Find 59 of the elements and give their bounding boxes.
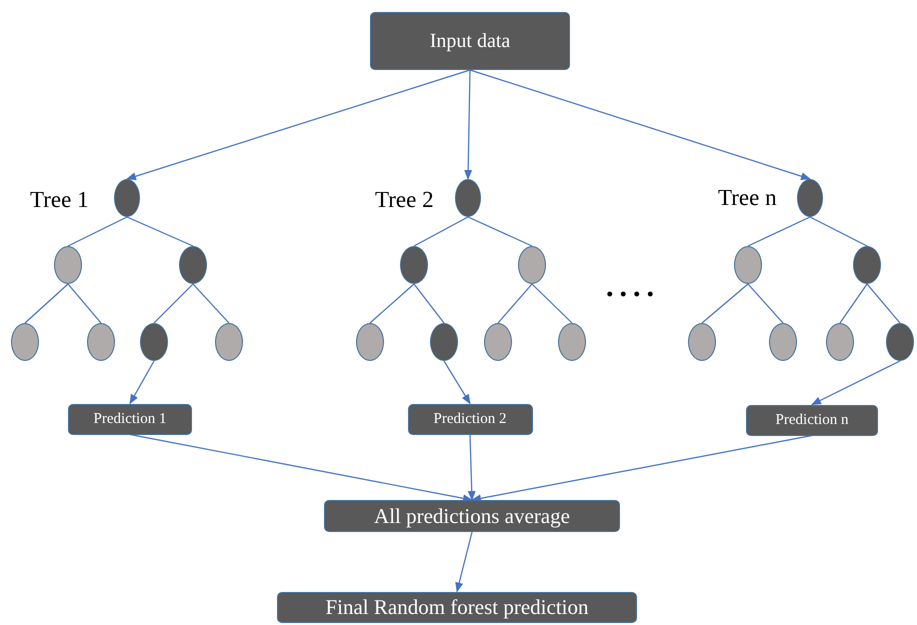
branch-line	[810, 216, 868, 247]
branch-line	[840, 284, 868, 324]
process-box: Input data	[370, 12, 570, 70]
branch-line	[126, 216, 194, 247]
arrow	[129, 360, 155, 404]
tree-node	[430, 323, 458, 361]
branch-line	[68, 216, 128, 247]
tree-node	[826, 323, 854, 361]
branch-line	[24, 284, 68, 324]
tree-node	[179, 246, 207, 284]
tree-node	[11, 323, 39, 361]
process-box: Prediction 2	[408, 404, 532, 434]
arrow	[130, 434, 473, 502]
arrow	[471, 434, 812, 502]
arrow	[468, 434, 476, 501]
process-box: Prediction 1	[68, 404, 192, 434]
tree-node	[455, 179, 481, 217]
arrow	[464, 70, 472, 180]
ellipsis-label: ....	[606, 270, 660, 304]
tree-node	[734, 246, 762, 284]
arrow	[811, 360, 900, 406]
branch-line	[498, 284, 532, 324]
process-box: Prediction n	[746, 404, 878, 436]
branch-line	[748, 284, 784, 324]
tree-node	[797, 179, 823, 217]
tree-node	[484, 323, 512, 361]
branch-line	[532, 284, 572, 324]
branch-line	[748, 216, 810, 247]
tree-label: Tree n	[718, 185, 777, 211]
process-box: All predictions average	[324, 500, 620, 532]
branch-line	[702, 284, 748, 324]
branch-line	[68, 284, 102, 324]
tree-node	[54, 246, 82, 284]
tree-node	[215, 323, 243, 361]
tree-node	[518, 246, 546, 284]
tree-node	[688, 323, 716, 361]
branch-line	[192, 284, 230, 324]
branch-line	[866, 284, 900, 324]
tree-node	[400, 246, 428, 284]
branch-line	[414, 216, 468, 247]
arrow	[455, 532, 473, 592]
branch-line	[154, 284, 194, 324]
tree-node	[140, 323, 168, 361]
branch-line	[370, 284, 414, 324]
process-box: Final Random forest prediction	[277, 592, 637, 622]
tree-node	[558, 323, 586, 361]
arrow	[443, 360, 471, 404]
tree-label: Tree 1	[30, 187, 89, 213]
arrow	[126, 69, 470, 180]
arrow	[470, 69, 811, 180]
tree-node	[356, 323, 384, 361]
branch-line	[414, 284, 444, 324]
tree-label: Tree 2	[375, 187, 434, 213]
tree-node	[114, 179, 140, 217]
tree-node	[853, 246, 881, 284]
tree-node	[769, 323, 797, 361]
branch-line	[468, 216, 532, 247]
tree-node	[886, 323, 914, 361]
tree-node	[87, 323, 115, 361]
